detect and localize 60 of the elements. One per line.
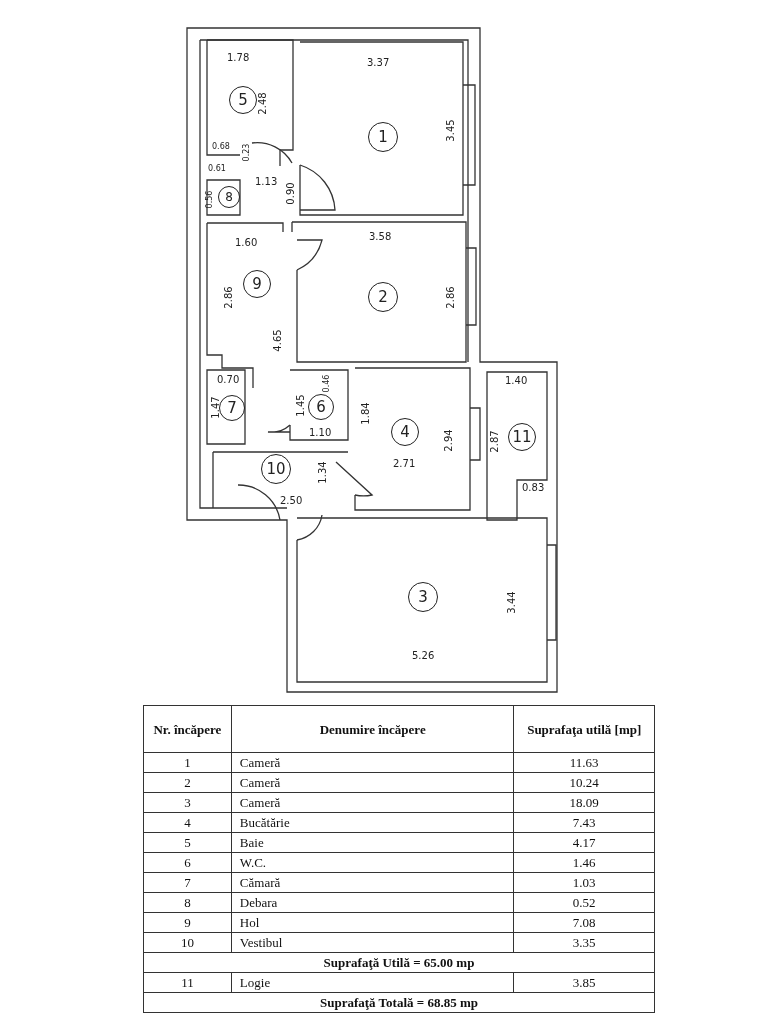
table-cell: Cameră <box>231 792 514 813</box>
dimension-label: 2.87 <box>488 429 500 453</box>
dimension-label: 1.84 <box>359 401 371 425</box>
total-area-cell: Suprafaţă Totală = 68.85 mp <box>143 992 655 1013</box>
table-cell: Cameră <box>231 752 514 773</box>
table-cell: Hol <box>231 912 514 933</box>
dimension-label: 0.68 <box>212 140 230 152</box>
table-cell: Cămară <box>231 872 514 893</box>
total-area-cell: Suprafaţă Utilă = 65.00 mp <box>143 952 655 973</box>
table-cell: 11.63 <box>513 752 655 773</box>
dimension-label: 0.61 <box>208 162 226 174</box>
dimension-label: 1.34 <box>316 460 328 484</box>
dimension-label: 2.86 <box>444 285 456 309</box>
dimension-label: 2.71 <box>393 457 416 469</box>
table-cell: 9 <box>143 912 232 933</box>
table-cell: 0.52 <box>513 892 655 913</box>
table-cell: 4 <box>143 812 232 833</box>
table-cell: 7 <box>143 872 232 893</box>
dimension-label: 1.60 <box>235 236 258 248</box>
table-cell: Baie <box>231 832 514 853</box>
dimension-label: 3.58 <box>369 230 392 242</box>
table-cell: Vestibul <box>231 932 514 953</box>
column-header: Nr. încăpere <box>143 705 232 753</box>
table-cell: 10 <box>143 932 232 953</box>
table-cell: 2 <box>143 772 232 793</box>
dimension-label: 3.45 <box>444 118 456 142</box>
table-cell: Logie <box>231 972 514 993</box>
dimension-label: 0.23 <box>241 143 253 161</box>
table-cell: 3.85 <box>513 972 655 993</box>
table-cell: 5 <box>143 832 232 853</box>
dimension-label: 1.10 <box>309 426 332 438</box>
table-cell: W.C. <box>231 852 514 873</box>
table-cell: 18.09 <box>513 792 655 813</box>
table-cell: 7.43 <box>513 812 655 833</box>
column-header: Denumire încăpere <box>231 705 514 753</box>
table-cell: 3 <box>143 792 232 813</box>
table-cell: Cameră <box>231 772 514 793</box>
table-cell: 1.46 <box>513 852 655 873</box>
dimension-label: 4.65 <box>271 328 283 352</box>
table-cell: 7.08 <box>513 912 655 933</box>
dimension-label: 0.56 <box>204 190 216 208</box>
table-cell: Debara <box>231 892 514 913</box>
dimension-label: 0.83 <box>522 481 545 493</box>
table-cell: 10.24 <box>513 772 655 793</box>
table-cell: 3.35 <box>513 932 655 953</box>
column-header: Suprafaţa utilă [mp] <box>513 705 655 753</box>
table-cell: 11 <box>143 972 232 993</box>
table-cell: 4.17 <box>513 832 655 853</box>
dimension-label: 1.47 <box>209 395 221 419</box>
table-cell: 8 <box>143 892 232 913</box>
dimension-label: 0.90 <box>284 181 296 205</box>
dimension-label: 3.37 <box>367 56 390 68</box>
dimension-label: 3.44 <box>505 590 517 614</box>
dimension-label: 5.26 <box>412 649 435 661</box>
table-cell: 6 <box>143 852 232 873</box>
table-cell: Bucătărie <box>231 812 514 833</box>
dimension-label: 0.46 <box>321 374 333 392</box>
table-cell: 1.03 <box>513 872 655 893</box>
dimension-label: 1.13 <box>255 175 278 187</box>
table-cell: 1 <box>143 752 232 773</box>
